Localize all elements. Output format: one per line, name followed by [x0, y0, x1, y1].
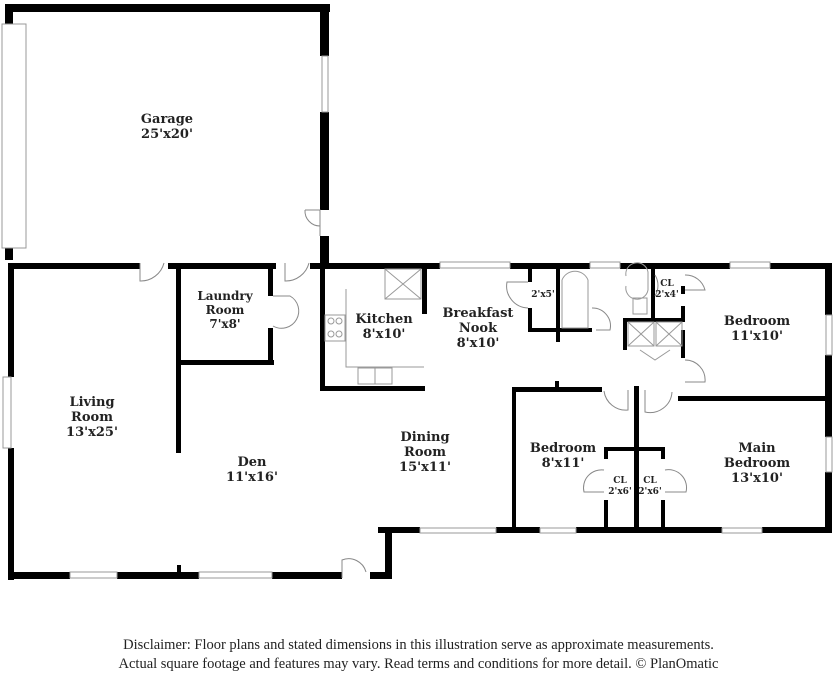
room-size: 13'x10': [731, 471, 783, 486]
floor-plan: [1, 4, 833, 580]
room-label-garage: Garage 25'x20': [141, 112, 193, 142]
room-name: Dining: [400, 430, 450, 445]
room-name: Laundry: [197, 289, 253, 303]
room-label-breakfast-nook: Breakfast Nook 8'x10': [443, 306, 514, 351]
room-size: 11'x16': [226, 470, 278, 485]
room-label-living-room: Living Room 13'x25': [66, 395, 118, 440]
room-name: Kitchen: [355, 312, 413, 327]
room-size: 11'x10': [731, 329, 783, 344]
disclaimer-line-2: Actual square footage and features may v…: [118, 656, 719, 672]
room-label-bedroom-ne: Bedroom 11'x10': [724, 314, 790, 344]
room-label-bedroom-s: Bedroom 8'x11': [530, 441, 596, 471]
room-size: 2'x6': [608, 487, 632, 497]
room-size: 2'x4': [655, 290, 679, 300]
room-name: Room: [71, 410, 113, 425]
room-label-den: Den 11'x16': [226, 455, 278, 485]
walls: [5, 4, 832, 580]
fixtures: [324, 262, 683, 385]
room-name: CL: [643, 476, 657, 486]
room-name: CL: [660, 279, 674, 289]
room-size: 2'x5': [531, 290, 555, 300]
room-label-kitchen: Kitchen 8'x10': [355, 312, 412, 342]
room-label-main-bedroom: Main Bedroom 13'x10': [724, 441, 790, 486]
room-name: Main: [738, 441, 776, 456]
room-size: 2'x6': [638, 487, 662, 497]
room-name: CL: [613, 476, 627, 486]
room-name: Nook: [458, 321, 498, 336]
room-name: Room: [404, 445, 446, 460]
room-name: Room: [205, 303, 245, 317]
room-label-closet-bedroom: CL 2'x6': [608, 476, 631, 498]
disclaimer: Disclaimer: Floor plans and stated dimen…: [0, 636, 837, 674]
room-size: 13'x25': [66, 425, 118, 440]
room-name: Garage: [140, 112, 194, 127]
room-name: Living: [69, 395, 115, 410]
room-name: Bedroom: [529, 441, 597, 456]
windows: [1, 23, 833, 579]
doors: [139, 209, 706, 578]
room-name: Bedroom: [723, 456, 791, 471]
room-size: 8'x10': [456, 336, 500, 351]
room-name: Bedroom: [723, 314, 791, 329]
room-label-closet-main: CL 2'x6': [638, 476, 661, 498]
room-label-dining-room: Dining Room 15'x11': [399, 430, 451, 475]
room-size: 15'x11': [399, 460, 451, 475]
room-size: 7'x8': [209, 317, 241, 331]
room-label-laundry: Laundry Room 7'x8': [197, 289, 252, 331]
room-name: Breakfast: [442, 306, 514, 321]
disclaimer-line-1: Disclaimer: Floor plans and stated dimen…: [123, 637, 714, 653]
room-label-pantry: 2'x5': [531, 290, 554, 301]
room-size: 25'x20': [141, 127, 193, 142]
room-size: 8'x11': [541, 456, 585, 471]
room-label-closet-hall: CL 2'x4': [655, 279, 678, 301]
room-size: 8'x10': [362, 327, 406, 342]
room-name: Den: [237, 455, 267, 470]
